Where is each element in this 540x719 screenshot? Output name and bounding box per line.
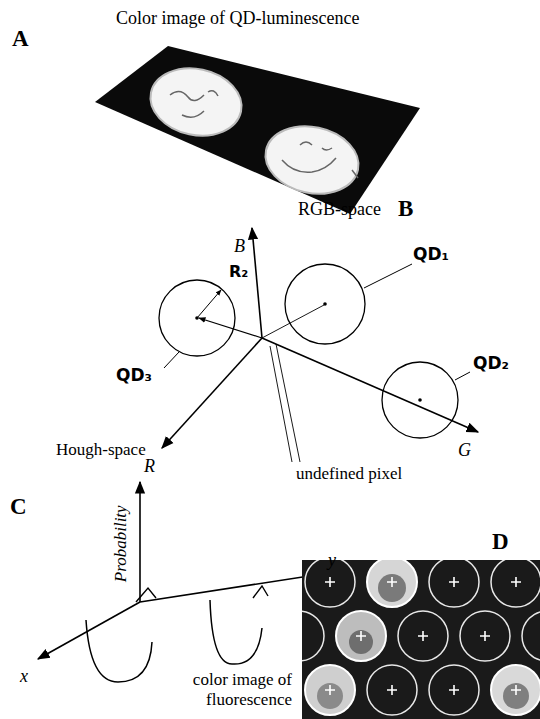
panel-title: RGB-space	[298, 199, 381, 220]
panel-title: Color image of QD-luminescence	[116, 8, 359, 29]
axis-label: G	[458, 440, 471, 461]
axis-label: R	[144, 456, 155, 477]
axis-line	[38, 602, 140, 659]
axis-label: Probability	[110, 506, 130, 583]
cluster-circle	[382, 362, 458, 438]
axis-line	[262, 338, 478, 432]
cluster-circle	[285, 264, 365, 344]
axis-label: B	[234, 236, 245, 257]
peak-mark	[136, 588, 156, 602]
radius-label: R₂	[229, 263, 248, 281]
callout-note: undefined pixel	[296, 464, 402, 484]
well-texture	[282, 142, 358, 178]
image-plane	[95, 46, 420, 214]
cluster-label: QD₁	[413, 245, 449, 265]
vector-line	[262, 305, 324, 338]
axis-line	[139, 482, 141, 602]
well-circle	[302, 611, 324, 661]
axis-line	[252, 228, 262, 338]
radius-line	[197, 290, 221, 318]
well-spot	[144, 60, 248, 144]
panel-letter: A	[12, 26, 29, 52]
cluster-circle	[159, 280, 235, 356]
center-mark	[325, 577, 521, 695]
leader-line	[276, 344, 300, 462]
panel-title: Hough-space	[56, 440, 146, 460]
well-texture	[170, 91, 218, 118]
cluster-center	[323, 302, 327, 306]
fluorescence-image	[302, 560, 540, 719]
hough-curve	[86, 620, 152, 682]
cluster-center	[418, 398, 422, 402]
cluster-label: QD₃	[116, 366, 152, 386]
panel-letter: D	[492, 529, 509, 555]
leader-line	[270, 346, 292, 462]
cluster-label: QD₂	[473, 354, 509, 374]
peak-mark	[253, 586, 268, 598]
axis-label: y	[328, 550, 336, 571]
hough-curve	[210, 600, 262, 664]
panel-letter: C	[10, 494, 27, 520]
leader-line	[164, 352, 179, 368]
well-circle	[522, 611, 540, 661]
axis-line	[162, 338, 262, 448]
panel-caption: color image of fluorescence	[186, 670, 292, 709]
axis-label: x	[20, 666, 28, 687]
leader-line	[364, 264, 412, 288]
well-spot	[259, 118, 365, 202]
panel-letter: B	[398, 196, 413, 222]
image-ground	[302, 560, 540, 719]
leader-line	[455, 372, 470, 380]
